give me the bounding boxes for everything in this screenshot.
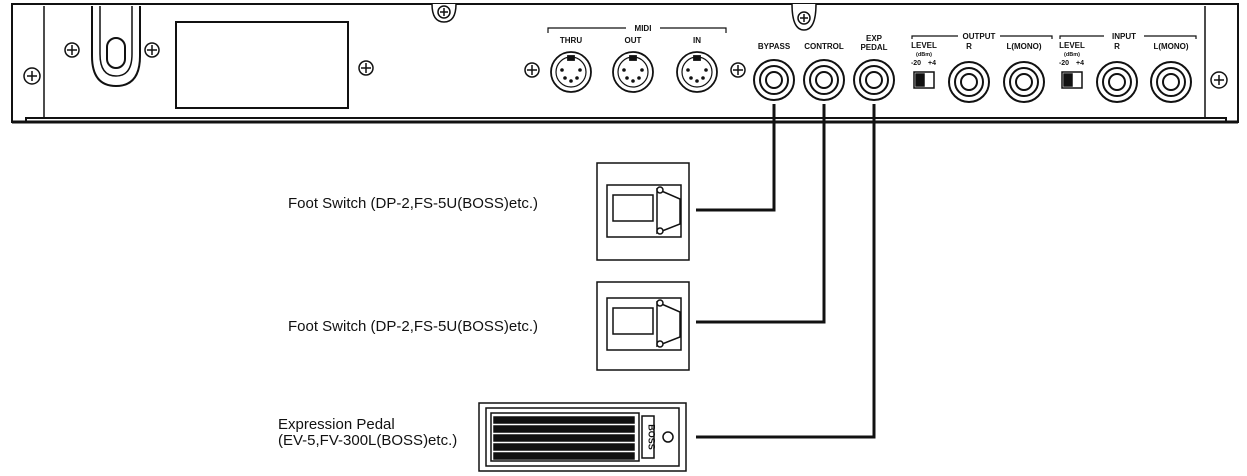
midi-label: MIDI xyxy=(635,24,652,33)
output-level-label: LEVEL xyxy=(911,41,937,50)
foot-switch-2-label: Foot Switch (DP-2,FS-5U(BOSS)etc.) xyxy=(288,318,539,335)
bypass-cable xyxy=(696,104,776,212)
foot-switch-1-illustration xyxy=(596,162,690,261)
expression-pedal-models-label: (EV-5,FV-300L(BOSS)etc.) xyxy=(278,432,458,449)
input-r-label: R xyxy=(1114,42,1120,51)
output-l-label: L(MONO) xyxy=(1006,42,1041,51)
input-dbm-label: (dBm) xyxy=(1064,52,1080,58)
cables xyxy=(696,104,876,439)
panel-screw-d xyxy=(524,62,540,78)
output-level-switch[interactable] xyxy=(913,71,935,89)
bypass-jack[interactable] xyxy=(753,59,795,101)
input-group: INPUT LEVEL (dBm) -20 +4 R L(MONO) xyxy=(1059,32,1197,67)
output-l-mono-jack[interactable] xyxy=(1003,61,1045,103)
midi-thru-jack[interactable] xyxy=(550,51,592,93)
rack-screw-right xyxy=(1210,71,1228,89)
output-group: OUTPUT LEVEL (dBm) -20 +4 R L(MONO) xyxy=(911,32,1053,67)
exp-label: EXP xyxy=(866,34,883,43)
input-l-label: L(MONO) xyxy=(1153,42,1188,51)
midi-out-jack[interactable] xyxy=(612,51,654,93)
midi-in-jack[interactable] xyxy=(676,51,718,93)
foot-switch-1-label: Foot Switch (DP-2,FS-5U(BOSS)etc.) xyxy=(288,195,539,212)
input-l-mono-jack[interactable] xyxy=(1150,61,1192,103)
exp-pedal-label: PEDAL xyxy=(860,43,887,52)
exp-pedal-jack[interactable] xyxy=(853,59,895,101)
control-cable xyxy=(696,104,826,324)
control-label: CONTROL xyxy=(804,42,844,51)
output-switch-high: +4 xyxy=(928,60,936,67)
midi-in-label: IN xyxy=(693,36,701,45)
expression-pedal-illustration xyxy=(478,402,687,472)
control-jack[interactable] xyxy=(803,59,845,101)
midi-group: MIDI THRU OUT IN xyxy=(547,24,727,45)
input-level-label: LEVEL xyxy=(1059,41,1085,50)
output-dbm-label: (dBm) xyxy=(916,52,932,58)
input-level-switch[interactable] xyxy=(1061,71,1083,89)
panel-screw-e xyxy=(730,62,746,78)
panel-screw-a xyxy=(64,42,80,58)
top-screw-2 xyxy=(791,3,817,31)
output-label: OUTPUT xyxy=(963,32,996,41)
foot-switch-2-illustration xyxy=(596,281,690,371)
bypass-label: BYPASS xyxy=(758,42,791,51)
output-r-jack[interactable] xyxy=(948,61,990,103)
output-switch-low: -20 xyxy=(911,60,921,67)
panel-screw-c xyxy=(358,60,374,76)
input-switch-high: +4 xyxy=(1076,60,1084,67)
rack-screw-left xyxy=(23,67,41,85)
midi-out-label: OUT xyxy=(625,36,642,45)
top-screw-1 xyxy=(431,3,457,23)
input-r-jack[interactable] xyxy=(1096,61,1138,103)
input-label: INPUT xyxy=(1112,32,1136,41)
blank-plate xyxy=(175,21,349,109)
midi-thru-label: THRU xyxy=(560,36,582,45)
panel-screw-b xyxy=(144,42,160,58)
input-switch-low: -20 xyxy=(1059,60,1069,67)
output-r-label: R xyxy=(966,42,972,51)
power-inlet xyxy=(91,6,141,88)
expression-pedal-label: Expression Pedal xyxy=(278,416,395,433)
pedal-brand-logo: BOSS xyxy=(647,424,657,450)
exp-pedal-cable xyxy=(696,104,876,439)
